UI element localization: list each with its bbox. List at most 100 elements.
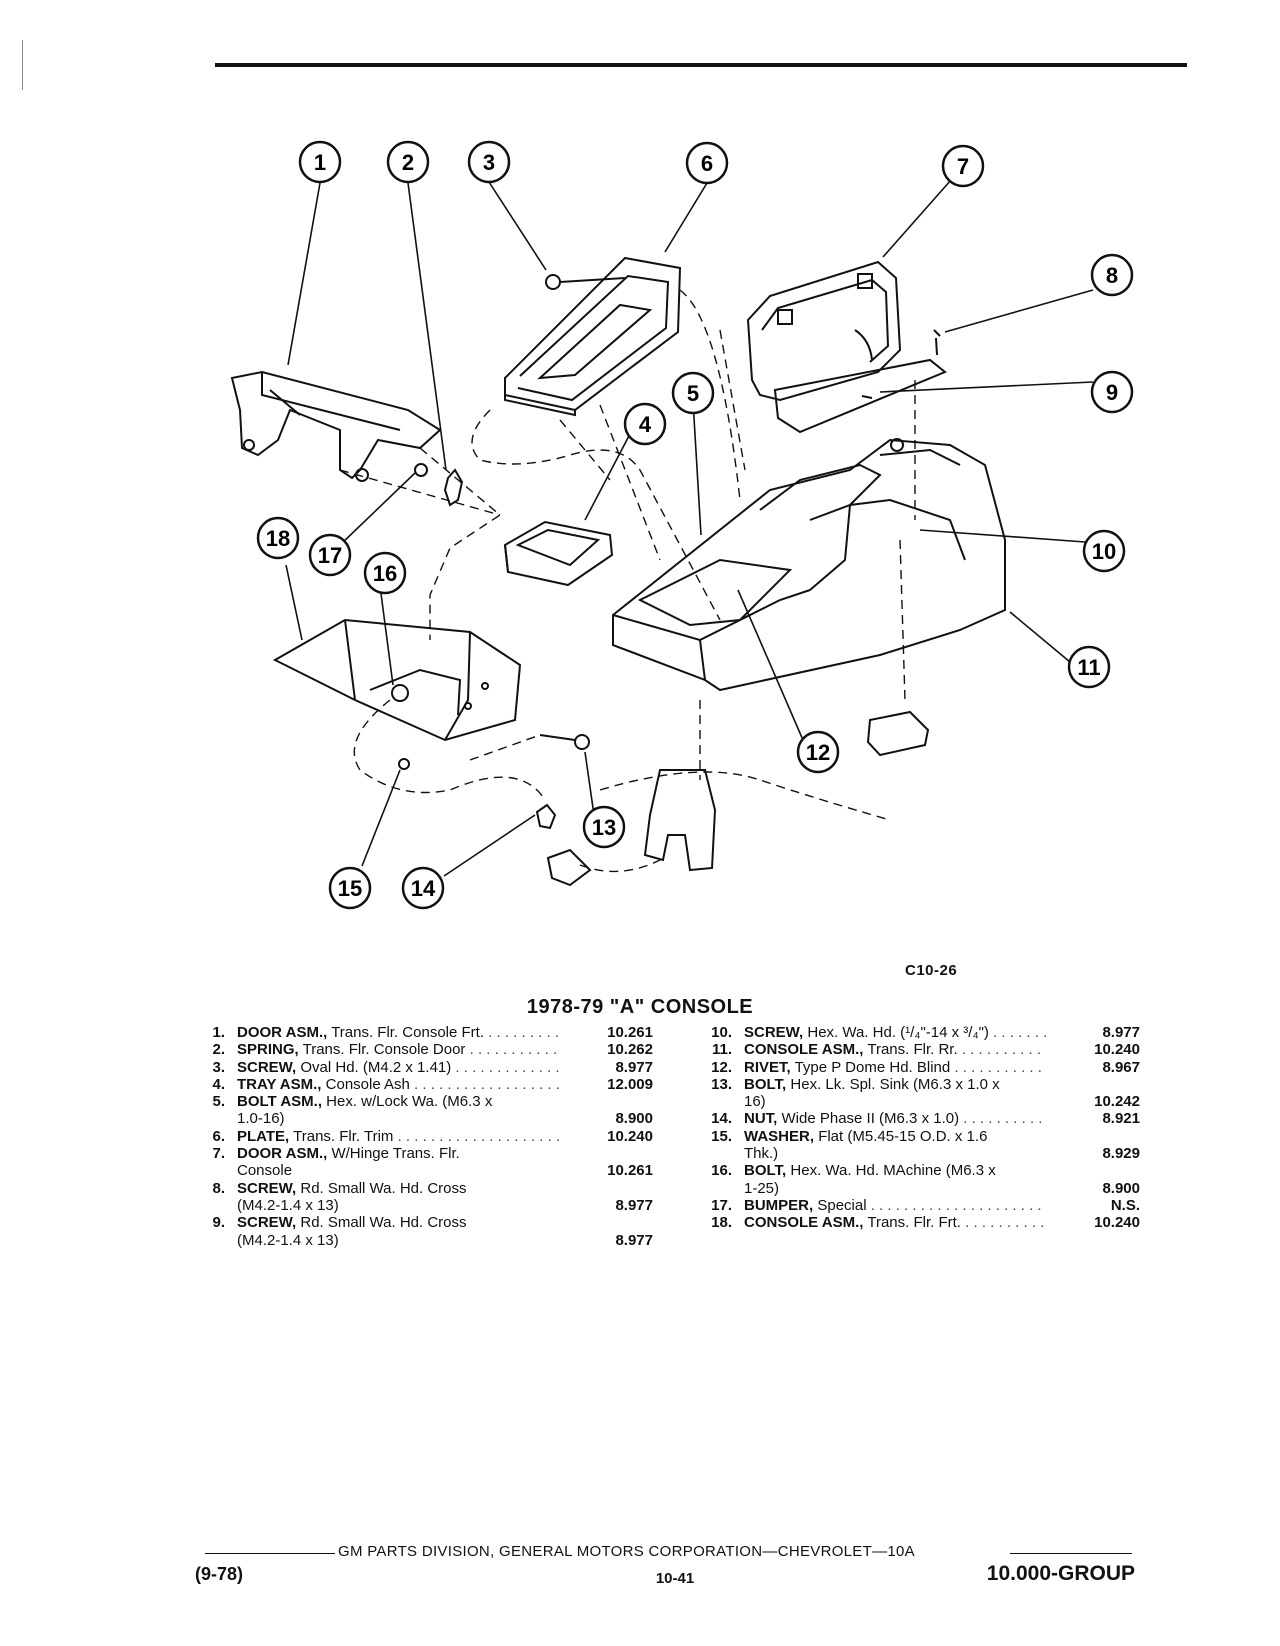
part-description: PLATE, Trans. Flr. Trim . . . . . . . . …	[237, 1128, 559, 1145]
part-name: NUT,	[744, 1110, 778, 1128]
part-detail-continuation: (M4.2-1.4 x 13)	[237, 1196, 339, 1214]
part-group-ref: 12.009	[607, 1075, 653, 1093]
part-name: PLATE,	[237, 1127, 290, 1145]
callout-10-label: 10	[1092, 539, 1116, 564]
part-detail-continuation: 1-25)	[744, 1179, 780, 1197]
callout-8: 8	[1090, 253, 1134, 297]
part-number: 15.	[711, 1127, 732, 1145]
callout-15: 15	[328, 866, 372, 910]
part-number: 18.	[711, 1214, 732, 1232]
ash-tray-drawing	[503, 520, 614, 587]
part-description: CONSOLE ASM., Trans. Flr. Frt. . . . . .…	[744, 1214, 1046, 1231]
part-group-ref: 10.242	[1094, 1093, 1140, 1111]
part-detail-continuation: Console	[237, 1162, 293, 1180]
part-group-ref: 10.261	[607, 1024, 653, 1041]
part-name: RIVET,	[744, 1058, 791, 1076]
part-description: RIVET, Type P Dome Hd. Blind . . . . . .…	[744, 1059, 1046, 1076]
hinged-door-drawing	[746, 260, 947, 434]
part-name: SCREW,	[237, 1179, 297, 1197]
callout-markers: 1 2 3 6 7 8 9 4 5 10 11 12 13 14 15 16 1…	[256, 140, 1134, 910]
leader-dots: . . . . . . . . . . . . . . . . . . . . …	[469, 1041, 559, 1059]
part-number: 2.	[212, 1041, 225, 1059]
leader-dots: . . . . . . . . . . . . . . . . . . . . …	[965, 1214, 1046, 1232]
leader-dots: . . . . . . . . . . . . . . . . . . . . …	[961, 1041, 1046, 1059]
part-entry: 14.NUT, Wide Phase II (M6.3 x 1.0) . . .…	[700, 1110, 1140, 1127]
part-description: DOOR ASM., W/Hinge Trans. Flr. Console	[237, 1145, 559, 1180]
part-name: DOOR ASM.,	[237, 1145, 328, 1163]
part-description: SCREW, Hex. Wa. Hd. (¹/₄"-14 x ³/₄") . .…	[744, 1024, 1046, 1041]
callout-14-label: 14	[411, 876, 436, 901]
part-entry: 17.BUMPER, Special . . . . . . . . . . .…	[700, 1197, 1140, 1214]
callout-11: 11	[1067, 645, 1111, 689]
margin-mark	[22, 40, 23, 90]
part-detail: W/Hinge Trans. Flr.	[331, 1145, 460, 1163]
part-group-ref: 10.261	[607, 1162, 653, 1180]
part-detail: Oval Hd. (M4.2 x 1.41)	[300, 1058, 452, 1076]
callout-17-label: 17	[318, 543, 342, 568]
footer-date: (9-78)	[195, 1564, 244, 1584]
callout-17: 17	[308, 533, 352, 577]
part-description: SCREW, Rd. Small Wa. Hd. Cross(M4.2-1.4 …	[237, 1180, 559, 1215]
parts-list-right: 10.SCREW, Hex. Wa. Hd. (¹/₄"-14 x ³/₄") …	[700, 1024, 1140, 1232]
part-group-ref: 8.977	[615, 1058, 653, 1076]
callout-7: 7	[941, 144, 985, 188]
part-entry: 4. TRAY ASM., Console Ash . . . . . . . .…	[193, 1076, 653, 1093]
part-description: TRAY ASM., Console Ash . . . . . . . . .…	[237, 1076, 559, 1093]
callout-3: 3	[467, 140, 511, 184]
part-number: 4.	[212, 1075, 225, 1093]
part-number: 6.	[212, 1127, 225, 1145]
callout-1: 1	[298, 140, 342, 184]
leader-dots: . . . . . . . . . . . . . . . . . . . . …	[993, 1024, 1046, 1041]
part-detail: Rd. Small Wa. Hd. Cross	[300, 1179, 467, 1197]
callout-4: 4	[623, 402, 667, 446]
part-detail: Rd. Small Wa. Hd. Cross	[300, 1214, 467, 1232]
callout-7-label: 7	[957, 154, 969, 179]
part-number: 14.	[711, 1110, 732, 1128]
part-entry: 8.SCREW, Rd. Small Wa. Hd. Cross(M4.2-1.…	[193, 1180, 653, 1215]
part-name: CONSOLE ASM.,	[744, 1041, 864, 1059]
leader-dots: . . . . . . . . . . . . . . . . . . . . …	[963, 1110, 1046, 1128]
part-group-ref: 8.967	[1102, 1058, 1140, 1076]
parts-list-left: 1.DOOR ASM., Trans. Flr. Console Frt. . …	[193, 1024, 653, 1249]
part-entry: 3.SCREW, Oval Hd. (M4.2 x 1.41) . . . . …	[193, 1059, 653, 1076]
part-group-ref: 8.977	[615, 1231, 653, 1249]
callout-13-label: 13	[592, 815, 616, 840]
part-number: 12.	[711, 1058, 732, 1076]
part-name: BOLT ASM.,	[237, 1093, 322, 1111]
part-number: 3.	[212, 1058, 225, 1076]
trim-plate-drawing	[504, 256, 682, 417]
part-detail: Console Ash	[325, 1075, 410, 1093]
part-detail: Trans. Flr. Console Door	[302, 1041, 466, 1059]
footer-rule-left	[205, 1553, 335, 1554]
part-detail: Trans. Flr. Rr.	[867, 1041, 958, 1059]
callout-18: 18	[256, 516, 300, 560]
callout-9: 9	[1090, 370, 1134, 414]
part-name: DOOR ASM.,	[237, 1024, 328, 1041]
part-name: SCREW,	[237, 1058, 297, 1076]
callout-18-label: 18	[266, 526, 290, 551]
part-number: 5.	[212, 1093, 225, 1111]
callout-12-label: 12	[806, 740, 830, 765]
part-group-ref: 10.240	[607, 1127, 653, 1145]
leader-dots: . . . . . . . . . . . . . . . . . . . . …	[870, 1196, 1046, 1214]
group-number: 10.000-GROUP	[986, 1562, 1135, 1585]
front-console-door-drawing	[230, 370, 442, 482]
footer-publisher: GM PARTS DIVISION, GENERAL MOTORS CORPOR…	[338, 1543, 915, 1560]
callout-5: 5	[671, 371, 715, 415]
rear-console-drawing	[612, 438, 1006, 692]
part-number: 7.	[212, 1145, 225, 1163]
header-rule	[215, 63, 1187, 67]
part-group-ref: 8.900	[1102, 1179, 1140, 1197]
part-description: BUMPER, Special . . . . . . . . . . . . …	[744, 1197, 1046, 1214]
figure-code: C10-26	[905, 962, 958, 979]
part-number: 11.	[711, 1041, 732, 1059]
part-group-ref: 10.240	[1094, 1041, 1140, 1059]
callout-5-label: 5	[687, 381, 699, 406]
part-number: 1.	[212, 1024, 225, 1041]
part-name: SPRING,	[237, 1041, 299, 1059]
